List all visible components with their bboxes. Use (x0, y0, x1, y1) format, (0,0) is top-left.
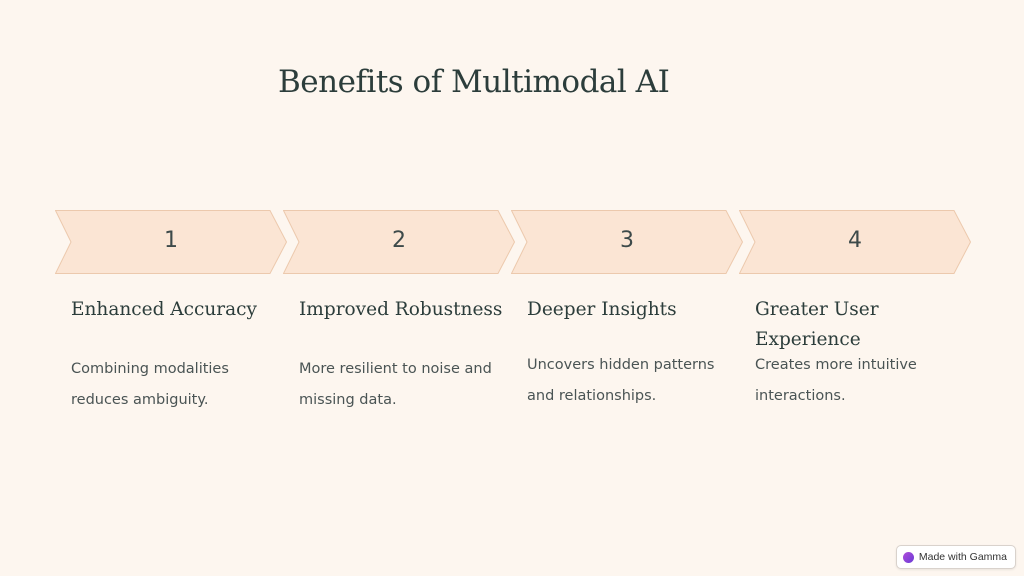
step-number: 4 (848, 228, 862, 253)
chevron-shape (55, 210, 287, 274)
chevron-shape (283, 210, 515, 274)
step-description-2: More resilient to noise and missing data… (299, 361, 492, 408)
step-heading-4: Greater User Experience (755, 299, 879, 350)
step-chevron-1: 1 (55, 210, 287, 274)
step-heading-1: Enhanced Accuracy (71, 299, 257, 320)
step-number: 1 (164, 228, 178, 253)
step-chevron-2: 2 (283, 210, 515, 274)
step-chevron-3: 3 (511, 210, 743, 274)
page-title: Benefits of Multimodal AI (278, 64, 670, 100)
badge-label: Made with Gamma (918, 551, 1007, 563)
chevron-shape (739, 210, 971, 274)
chevron-shape (511, 210, 743, 274)
step-description-4: Creates more intuitive interactions. (755, 357, 917, 404)
step-heading-2: Improved Robustness (299, 299, 503, 320)
step-number: 2 (392, 228, 406, 253)
step-description-3: Uncovers hidden patterns and relationshi… (527, 357, 715, 404)
step-chevron-4: 4 (739, 210, 971, 274)
step-heading-3: Deeper Insights (527, 299, 677, 320)
made-with-gamma-badge[interactable]: Made with Gamma (895, 545, 1016, 569)
step-number: 3 (620, 228, 634, 253)
gamma-logo-icon (902, 551, 914, 563)
step-description-1: Combining modalities reduces ambiguity. (71, 361, 229, 408)
